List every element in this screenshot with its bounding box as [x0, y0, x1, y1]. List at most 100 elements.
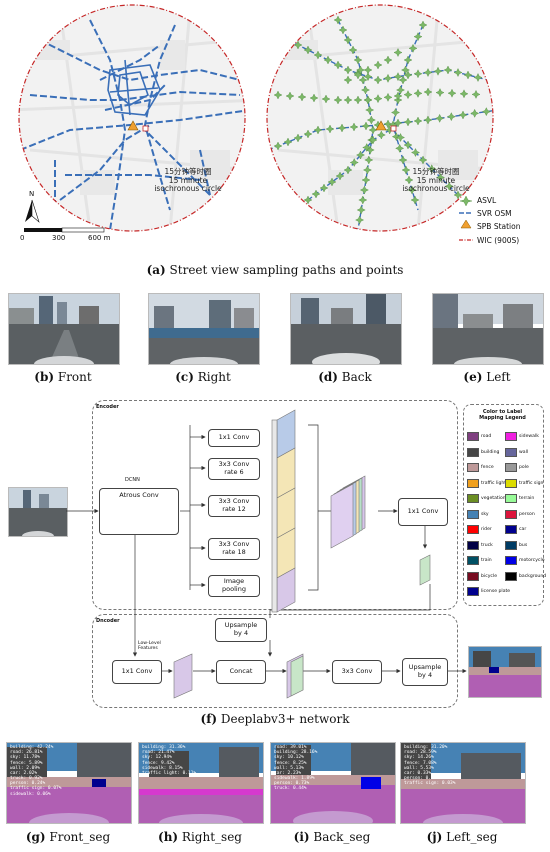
- asvl-point-icon: [444, 181, 454, 191]
- upsample-label-1: Upsample by 4: [224, 621, 258, 637]
- decoder-1x1-conv-box: 1x1 Conv: [112, 660, 162, 684]
- asvl-point-icon: [303, 195, 313, 205]
- asvl-point-icon: [338, 25, 348, 35]
- asvl-point-icon: [303, 45, 313, 55]
- legend-item-label: sidewalk: [519, 434, 539, 439]
- asvl-point-icon: [349, 158, 359, 167]
- caption-a: (a) Street view sampling paths and point…: [146, 263, 404, 277]
- scale-label-300: 300: [52, 234, 66, 242]
- isochrone-label-right: 15分钟等时圈 15 minute isochronous circle: [398, 167, 474, 194]
- seg-left: building: 31.20% road: 28.59% sky: 14.26…: [400, 742, 526, 824]
- asvl-point-icon: [333, 95, 343, 105]
- seg-front: building: 42.24% road: 26.81% sky: 11.78…: [6, 742, 132, 824]
- asvl-point-icon: [273, 141, 283, 151]
- upsample-box-1: Upsample by 4: [215, 618, 267, 642]
- legend-svr: SVR OSM: [477, 209, 512, 218]
- aspp-rate18-box: 3x3 Conv rate 18: [208, 538, 260, 560]
- asvl-point-icon: [325, 124, 335, 134]
- legend-item-label: bicycle: [481, 573, 498, 579]
- image-pooling-label: Image pooling: [222, 577, 246, 593]
- legend-item-label: car: [519, 527, 527, 532]
- asvl-point-icon: [383, 119, 393, 129]
- caption-e: (e) Left: [463, 370, 511, 384]
- caption-c: (c) Right: [175, 370, 231, 384]
- legend-swatch: [467, 509, 479, 519]
- asvl-point-icon: [273, 90, 283, 100]
- atrous-conv-box: Atrous Conv: [99, 488, 179, 535]
- asvl-point-icon: [313, 125, 323, 135]
- legend-item-label: wall: [519, 449, 529, 455]
- decoder-1x1-conv-label: 1x1 Conv: [121, 667, 153, 676]
- asvl-point-icon: [362, 165, 372, 175]
- caption-i: (i) Back_seg: [293, 830, 371, 844]
- asvl-point-icon: [358, 75, 368, 85]
- legend-swatch: [467, 540, 479, 550]
- asvl-point-icon: [376, 130, 386, 140]
- asvl-point-icon: [353, 55, 363, 65]
- legend-swatch: [505, 447, 517, 457]
- right-map: [267, 5, 493, 231]
- legend-item-label: building: [481, 449, 500, 455]
- legend-item: motorcycle: [505, 556, 545, 565]
- asvl-point-icon: [459, 89, 469, 99]
- photo-back: [290, 293, 402, 365]
- isochrone-label-en-2: isochronous circle: [154, 184, 222, 194]
- asvl-point-icon: [343, 165, 353, 175]
- upsample-label-2: Upsample by 4: [408, 663, 442, 679]
- asvl-point-icon: [383, 55, 393, 65]
- legend-item-label: traffic sign: [519, 480, 544, 486]
- asvl-point-icon: [356, 205, 366, 215]
- aspp-1x1-label: 1x1 Conv: [218, 433, 250, 442]
- legend-swatch: [467, 556, 479, 565]
- legend-item-label: rider: [481, 527, 492, 532]
- asvl-point-icon: [427, 164, 437, 174]
- legend-item-label: traffic light: [481, 480, 507, 486]
- decoder-label: Dncoder: [96, 618, 120, 624]
- map-legend-symbols: [459, 195, 473, 241]
- asvl-point-icon: [401, 65, 410, 75]
- asvl-point-icon: [359, 185, 369, 195]
- conv33-box: 3x3 Conv: [332, 660, 382, 684]
- asvl-point-icon: [435, 88, 445, 98]
- legend-item: wall: [505, 447, 529, 457]
- asvl-point-icon: [366, 115, 376, 125]
- legend-swatch: [505, 478, 517, 488]
- asvl-point-icon: [343, 75, 353, 85]
- asvl-point-icon: [343, 95, 353, 105]
- legend-swatch: [467, 432, 479, 441]
- asvl-point-icon: [383, 92, 393, 102]
- asvl-point-icon: [423, 68, 433, 77]
- legend-item: building: [467, 447, 500, 457]
- asvl-point-icon: [363, 95, 373, 105]
- asvl-point-icon: [453, 68, 463, 77]
- asvl-point-icon: [458, 110, 468, 120]
- legend-item: person: [505, 509, 535, 519]
- seg-right: building: 31.36% road: 21.47% sky: 12.94…: [138, 742, 264, 824]
- asvl-point-icon: [319, 183, 329, 193]
- legend-item: car: [505, 525, 526, 534]
- asvl-point-icon: [408, 43, 418, 53]
- asvl-point-icon: [313, 50, 323, 60]
- asvl-point-icon: [418, 155, 428, 165]
- legend-item-label: vegetation: [481, 496, 506, 501]
- asvl-point-icon: [353, 70, 363, 80]
- asvl-point-icon: [361, 121, 371, 131]
- caption-f: (f) Deeplabv3+ network: [200, 712, 350, 726]
- asvl-point-icon: [333, 60, 343, 70]
- legend-item: terrain: [505, 494, 534, 503]
- asvl-point-icon: [411, 148, 420, 157]
- legend-swatch: [467, 571, 479, 581]
- isochrone-label-en-1: 15 minute: [416, 175, 456, 185]
- asvl-point-icon: [413, 69, 423, 79]
- map-panel: [18, 4, 494, 241]
- legend-item: pole: [505, 463, 529, 472]
- asvl-point-icon: [373, 75, 383, 85]
- legend-item: fence: [467, 463, 494, 472]
- asvl-point-icon: [285, 91, 295, 101]
- asvl-point-icon: [393, 48, 403, 57]
- isochrone-label-zh: 15分钟等时圈: [164, 167, 212, 176]
- asvl-point-icon: [335, 171, 345, 181]
- legend-item-label: background: [519, 573, 547, 579]
- legend-item-label: bus: [519, 542, 528, 548]
- left-map: [19, 5, 245, 231]
